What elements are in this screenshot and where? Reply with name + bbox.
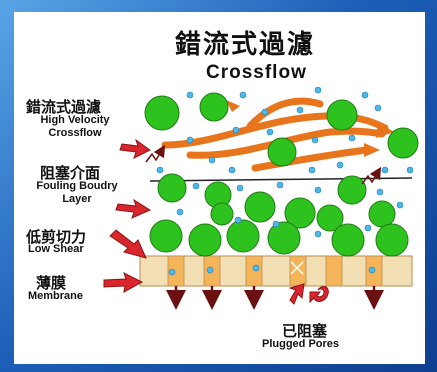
label-plugged-zh: 已阻塞: [282, 323, 328, 340]
label-low-shear-zh: 低剪切力: [26, 229, 87, 246]
title-english: Crossflow: [206, 62, 307, 83]
label-low-shear-en: Low Shear: [28, 243, 84, 255]
label-membrane-en: Membrane: [28, 290, 84, 302]
droplets: [156, 86, 414, 276]
label-fouling-zh: 阻塞介面: [40, 165, 101, 182]
label-plugged-en: Plugged Pores: [262, 338, 340, 350]
label-fouling-en: Fouling Boudry Layer: [26, 180, 128, 206]
crossflow-arrows: [161, 97, 389, 172]
label-fouling-en-line2: Layer: [62, 193, 92, 205]
fouling-boundary-line: [149, 177, 413, 182]
label-high-velocity-en-line1: High Velocity: [40, 114, 110, 126]
title-chinese: 錯流式過濾: [175, 29, 316, 59]
label-high-velocity-en-line2: Crossflow: [48, 127, 102, 139]
pointer-arrows: [103, 138, 152, 293]
permeate-arrows: [166, 286, 384, 310]
label-high-velocity-en: High Velocity Crossflow: [29, 114, 121, 140]
label-membrane-zh: 薄膜: [36, 275, 67, 292]
particles: [144, 92, 419, 257]
crossflow-arrowheads: [226, 100, 394, 157]
label-fouling-en-line1: Fouling Boudry: [36, 180, 118, 192]
boundary-arrows: [145, 144, 382, 185]
plugged-pore-arrows: [288, 283, 329, 305]
label-high-velocity-zh: 錯流式過濾: [26, 99, 102, 116]
